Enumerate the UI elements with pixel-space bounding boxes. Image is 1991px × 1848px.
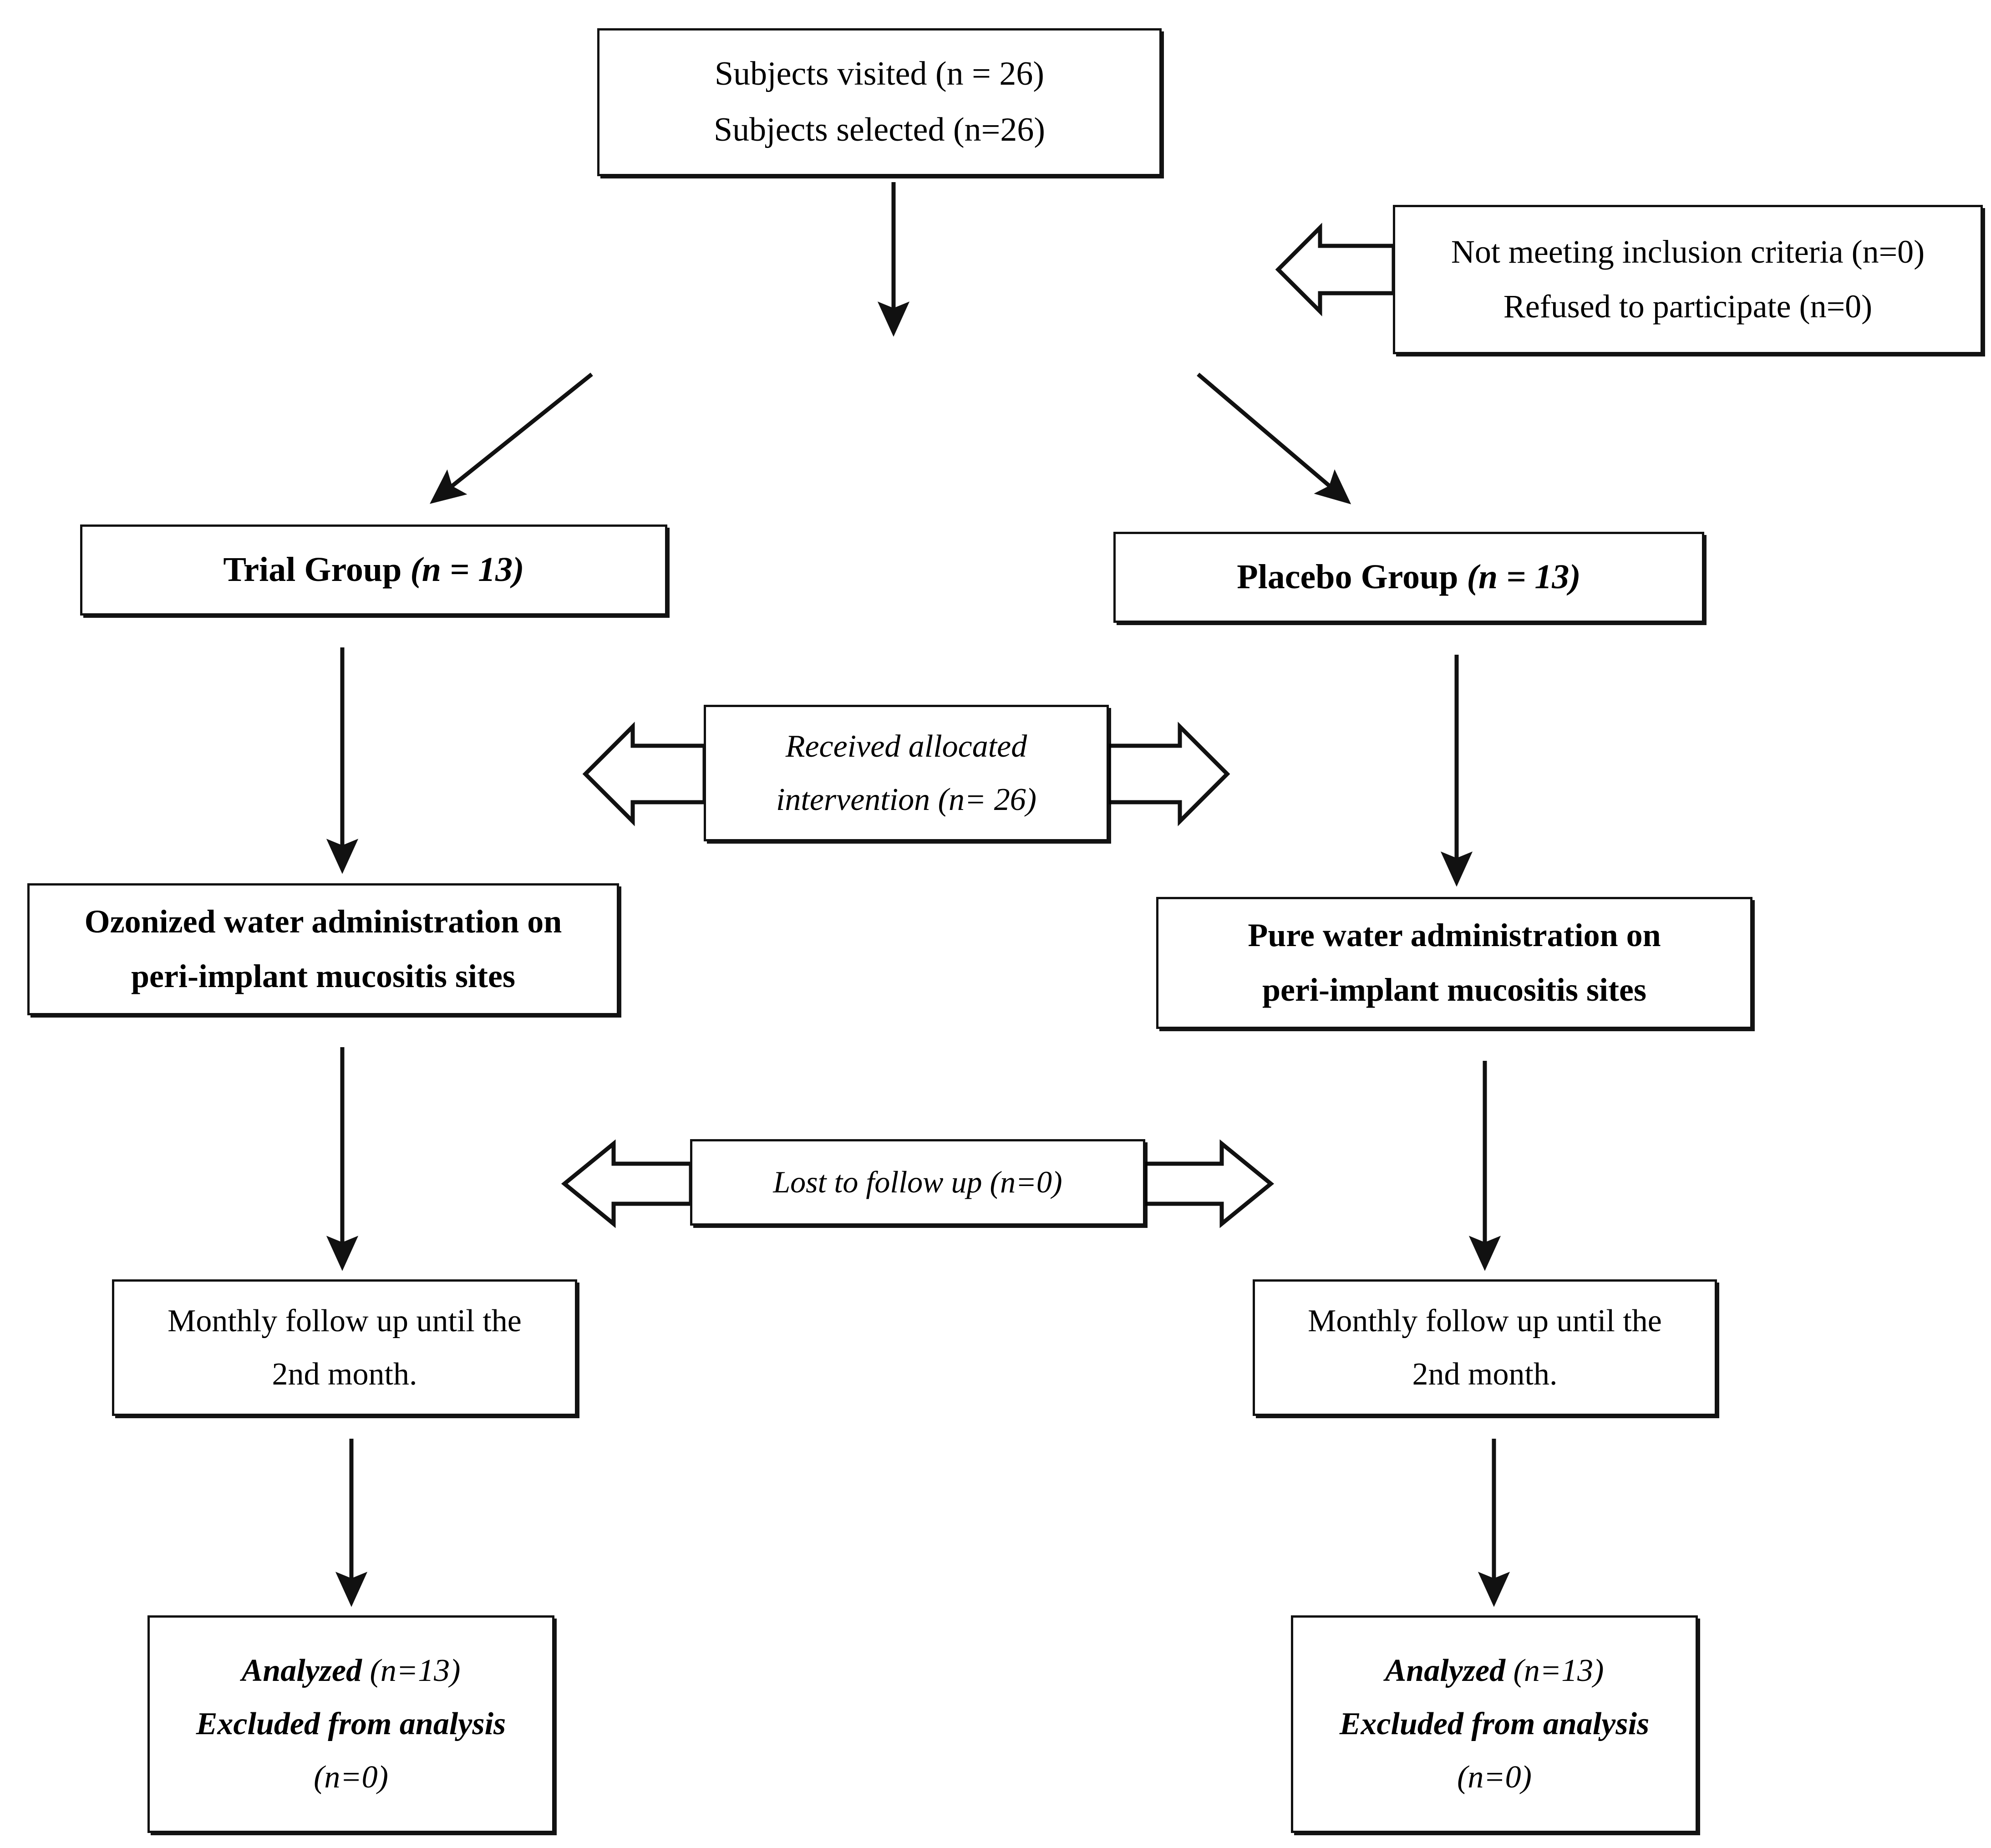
analyzed-left-excluded-label: Excluded from analysis <box>196 1706 506 1742</box>
placebo-group-box[interactable]: Placebo Group (n = 13) <box>1113 532 1704 623</box>
ozonized-line-2: peri-implant mucositis sites <box>131 958 515 995</box>
followup-right-line-2: 2nd month. <box>1412 1356 1558 1392</box>
placebo-group-label: Placebo Group <box>1237 558 1467 596</box>
received-line-2: intervention (n= 26) <box>776 782 1037 817</box>
exclusion-box[interactable]: Not meeting inclusion criteria (n=0) Ref… <box>1393 205 1983 354</box>
enrollment-line-2: Subjects selected (n=26) <box>713 111 1046 149</box>
placebo-group-label-line: Placebo Group (n = 13) <box>1237 559 1580 596</box>
arrow-received-left <box>582 722 707 826</box>
analyzed-left-box[interactable]: Analyzed (n=13) Excluded from analysis (… <box>147 1615 554 1833</box>
analyzed-left-count: (n=13) <box>370 1653 461 1689</box>
arrow-lost-left <box>561 1139 693 1228</box>
arrow-exclusion-left <box>1275 223 1396 316</box>
lost-to-follow-up-box[interactable]: Lost to follow up (n=0) <box>690 1139 1145 1226</box>
analyzed-right-count: (n=13) <box>1513 1653 1604 1689</box>
arrow-split-to-trial <box>430 372 593 504</box>
trial-group-label: Trial Group <box>223 550 411 589</box>
arrow-lost-right <box>1142 1139 1275 1228</box>
received-allocated-intervention-box[interactable]: Received allocated intervention (n= 26) <box>704 705 1109 841</box>
analyzed-left-excluded-count: (n=0) <box>314 1760 388 1795</box>
pure-water-box[interactable]: Pure water administration on peri-implan… <box>1156 897 1752 1029</box>
enrollment-line-1: Subjects visited (n = 26) <box>714 55 1045 92</box>
enrollment-box[interactable]: Subjects visited (n = 26) Subjects selec… <box>597 28 1162 176</box>
followup-left-box[interactable]: Monthly follow up until the 2nd month. <box>112 1279 577 1416</box>
pure-line-1: Pure water administration on <box>1248 917 1661 954</box>
ozonized-line-1: Ozonized water administration on <box>84 903 562 940</box>
analyzed-right-excluded-label: Excluded from analysis <box>1339 1706 1650 1742</box>
lost-line-1: Lost to follow up (n=0) <box>773 1165 1062 1200</box>
pure-line-2: peri-implant mucositis sites <box>1262 972 1646 1008</box>
arrow-received-right <box>1106 722 1230 826</box>
followup-left-line-1: Monthly follow up until the <box>168 1303 522 1339</box>
trial-group-count: (n = 13) <box>410 550 524 589</box>
followup-right-box[interactable]: Monthly follow up until the 2nd month. <box>1253 1279 1717 1416</box>
analyzed-right-label: Analyzed <box>1385 1653 1514 1689</box>
followup-right-line-1: Monthly follow up until the <box>1308 1303 1662 1339</box>
analyzed-right-box[interactable]: Analyzed (n=13) Excluded from analysis (… <box>1291 1615 1698 1833</box>
arrow-split-to-placebo <box>1197 372 1351 504</box>
received-line-1: Received allocated <box>785 728 1027 764</box>
followup-left-line-2: 2nd month. <box>272 1356 417 1392</box>
analyzed-left-label: Analyzed <box>241 1653 370 1689</box>
analyzed-right-line-1: Analyzed (n=13) <box>1385 1654 1604 1688</box>
analyzed-left-line-1: Analyzed (n=13) <box>242 1654 461 1688</box>
exclusion-line-1: Not meeting inclusion criteria (n=0) <box>1451 234 1925 270</box>
trial-group-label-line: Trial Group (n = 13) <box>223 550 524 589</box>
exclusion-line-2: Refused to participate (n=0) <box>1503 288 1873 325</box>
ozonized-water-box[interactable]: Ozonized water administration on peri-im… <box>27 883 619 1015</box>
trial-group-box[interactable]: Trial Group (n = 13) <box>80 524 667 616</box>
analyzed-right-excluded-count: (n=0) <box>1457 1760 1532 1795</box>
placebo-group-count: (n = 13) <box>1467 558 1581 596</box>
